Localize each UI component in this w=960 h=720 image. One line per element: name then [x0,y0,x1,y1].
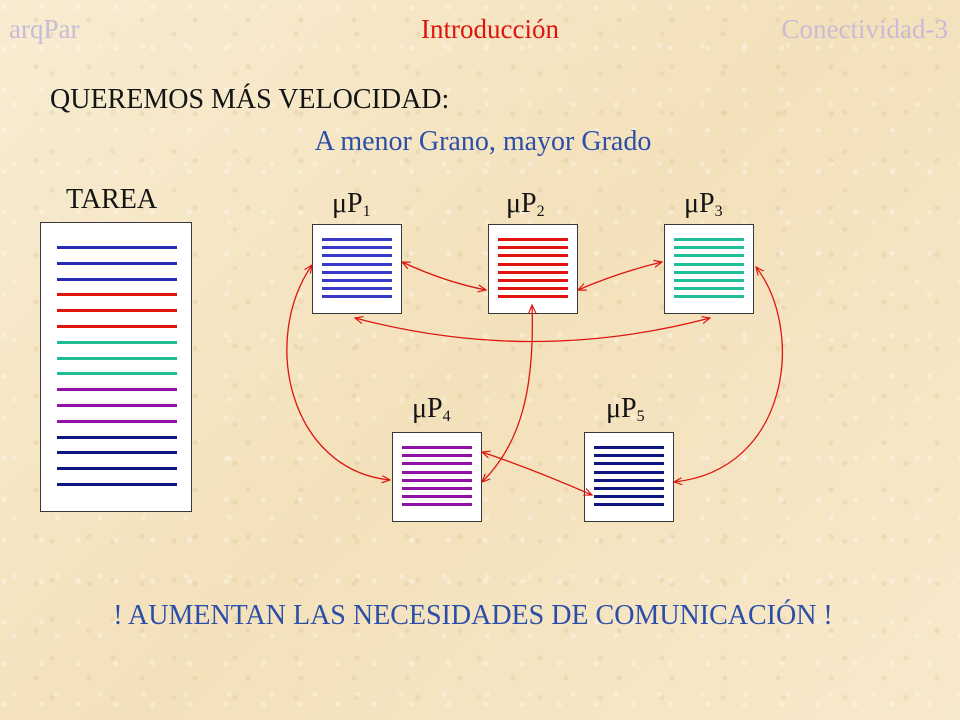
processor-label-index: 1 [362,203,371,220]
connection-p2-p3 [578,262,662,290]
processor-line-p3 [674,246,744,250]
processor-label-p4: μP4 [412,395,451,425]
processor-line-p4 [402,446,472,449]
processor-box-p1 [312,224,402,314]
connection-p1-p3 [355,318,710,343]
processor-line-p4 [402,503,472,507]
task-line [57,246,177,249]
footer-note: ! AUMENTAN LAS NECESIDADES DE COMUNICACI… [113,600,833,631]
task-line [57,340,177,344]
task-line [57,309,177,313]
task-line [57,435,177,439]
header-center-title: Introducción [421,14,559,44]
processor-label-p5: μP5 [606,395,645,425]
processor-line-p1 [322,287,392,291]
processor-line-p5 [594,495,664,499]
processor-line-p5 [594,454,664,458]
processor-line-p2 [498,279,568,282]
header-left-title: arqPar [9,14,80,44]
connection-p4-p5 [482,452,592,495]
processor-line-p5 [594,503,664,507]
processor-line-p2 [498,238,568,241]
processor-line-p4 [402,470,472,474]
processor-line-p3 [674,295,744,299]
processor-line-p4 [402,478,472,482]
task-line [57,419,177,423]
processor-label-p2: μP2 [506,190,545,220]
processor-line-p3 [674,254,744,258]
processor-line-p2 [498,287,568,291]
processor-line-p4 [402,495,472,499]
task-line [57,372,177,376]
processor-label-p1: μP1 [332,190,371,220]
processor-line-p5 [594,470,664,474]
slide-subheading: A menor Grano, mayor Grado [314,126,652,157]
processor-line-p1 [322,238,392,241]
processor-line-p1 [322,295,392,299]
processor-line-p1 [322,254,392,258]
processor-label-index: 3 [714,203,723,220]
processor-line-p4 [402,487,472,490]
processor-box-p4 [392,432,482,522]
task-line [57,388,177,392]
task-line [57,451,177,455]
processor-line-p3 [674,262,744,266]
processor-line-p2 [498,270,568,274]
processor-line-p2 [498,262,568,266]
processor-line-p3 [674,238,744,241]
processor-line-p2 [498,246,568,250]
processor-label-prefix: μP [606,393,637,424]
processor-label-index: 4 [442,408,451,425]
processor-line-p3 [674,279,744,282]
processor-line-p1 [322,270,392,274]
connection-p2-p4 [482,305,532,482]
processor-label-index: 2 [536,203,545,220]
processor-label-index: 5 [636,408,645,425]
processor-line-p1 [322,262,392,266]
processor-line-p3 [674,287,744,291]
processor-line-p2 [498,295,568,299]
processor-line-p4 [402,462,472,466]
processor-label-p3: μP3 [684,190,723,220]
processor-line-p1 [322,246,392,250]
task-line [57,483,177,486]
processor-line-p5 [594,478,664,482]
header-right-title: Conectividad-3 [781,14,948,44]
task-label: TAREA [66,184,158,215]
processor-label-prefix: μP [412,393,443,424]
processor-box-p5 [584,432,674,522]
processor-label-prefix: μP [684,188,715,219]
task-line [57,467,177,471]
processor-label-prefix: μP [506,188,537,219]
processor-line-p4 [402,454,472,458]
processor-label-prefix: μP [332,188,363,219]
task-line [57,277,177,281]
connection-p1-p2 [402,262,486,290]
task-line [57,293,177,297]
task-line [57,404,177,407]
task-box [40,222,192,512]
processor-box-p2 [488,224,578,314]
slide-heading: QUEREMOS MÁS VELOCIDAD: [50,84,450,115]
task-line [57,356,177,360]
processor-line-p3 [674,270,744,274]
processor-line-p5 [594,462,664,466]
processor-line-p5 [594,446,664,449]
processor-line-p5 [594,487,664,490]
processor-box-p3 [664,224,754,314]
task-line [57,325,177,328]
task-line [57,261,177,265]
processor-line-p1 [322,279,392,282]
processor-line-p2 [498,254,568,258]
